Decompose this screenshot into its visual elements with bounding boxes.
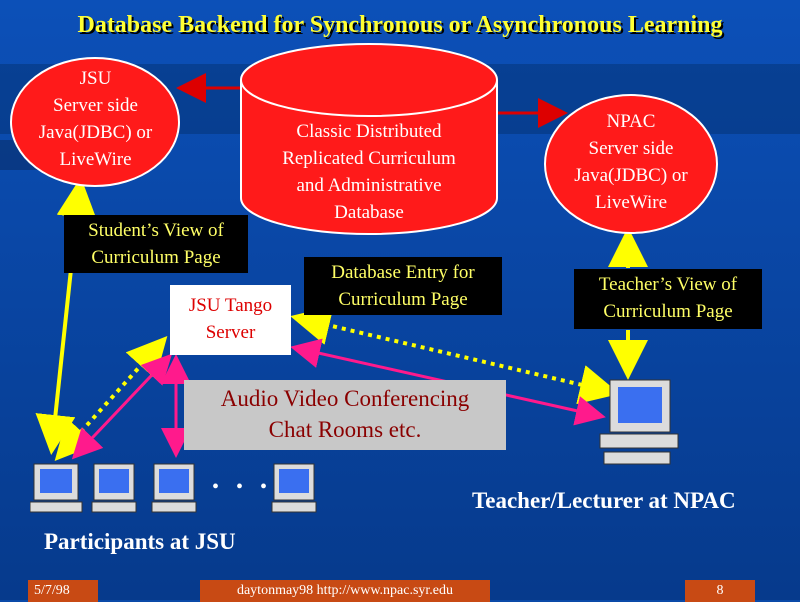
conferencing-box: Audio Video Conferencing Chat Rooms etc. bbox=[184, 380, 506, 450]
database-cylinder bbox=[240, 43, 498, 235]
teacher-label: Teacher/Lecturer at NPAC bbox=[472, 488, 736, 513]
computer-icon bbox=[91, 463, 137, 513]
npac-server-ellipse bbox=[544, 94, 718, 234]
ellipsis-dots: • • • bbox=[212, 476, 274, 498]
computer-icon bbox=[151, 463, 197, 513]
database-label: Classic Distributed Replicated Curriculu… bbox=[282, 121, 456, 223]
slide-title: Database Backend for Synchronous or Asyn… bbox=[77, 12, 723, 38]
teacher-computer-icon bbox=[599, 379, 679, 465]
tango-to-participants-dotted bbox=[54, 336, 168, 461]
computer-icon bbox=[30, 463, 83, 513]
db-entry-box: Database Entry for Curriculum Page bbox=[304, 257, 502, 315]
tango-server-box: JSU Tango Server bbox=[170, 285, 291, 355]
computer-icon bbox=[271, 463, 317, 513]
npac-server-label: NPAC Server side Java(JDBC) or LiveWire bbox=[574, 111, 688, 213]
tango-to-participants-magenta bbox=[71, 353, 173, 460]
jsu-server-label: JSU Server side Java(JDBC) or LiveWire bbox=[38, 68, 153, 170]
participant-computers bbox=[30, 463, 317, 513]
jsu-server-ellipse bbox=[10, 57, 180, 187]
teacher-view-box: Teacher’s View of Curriculum Page bbox=[574, 269, 762, 329]
participants-label: Participants at JSU bbox=[44, 529, 236, 554]
footer-page-number: 8 bbox=[685, 580, 755, 602]
student-view-box: Student’s View of Curriculum Page bbox=[64, 215, 248, 273]
footer-url: daytonmay98 http://www.npac.syr.edu bbox=[200, 580, 490, 602]
footer-date: 5/7/98 bbox=[28, 580, 98, 602]
